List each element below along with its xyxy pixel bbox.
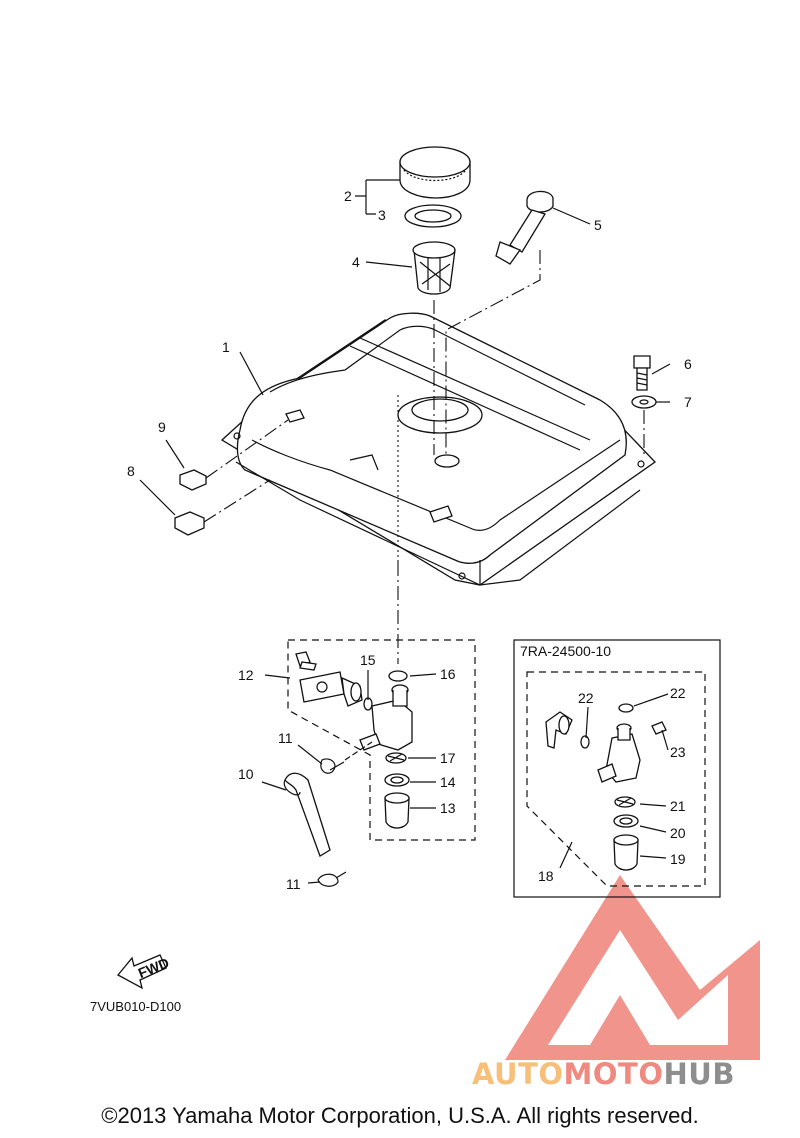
callout-15: 15 (360, 652, 376, 668)
callout-11b: 11 (286, 876, 301, 892)
callout-14: 14 (440, 774, 456, 790)
fwd-label: FWD (136, 954, 172, 981)
fuel-cock-group (287, 639, 476, 841)
diagram-code: 7VUB010-D100 (90, 999, 181, 1014)
callout-18: 18 (538, 868, 554, 884)
callout-22b: 22 (670, 685, 686, 701)
fuel-gauge (495, 190, 554, 265)
kit-box-label: 7RA-24500-10 (520, 643, 611, 659)
callout-9: 9 (158, 419, 166, 435)
callout-20: 20 (670, 825, 686, 841)
callout-16: 16 (440, 666, 456, 682)
fuel-strainer (412, 241, 456, 295)
damper-9 (179, 469, 207, 491)
hose-clamp-lower (317, 871, 347, 887)
watermark-text: AUTOMOTOHUB (472, 1057, 735, 1091)
kit-box (513, 639, 721, 898)
damper-8 (174, 511, 205, 536)
watermark-logo-icon (505, 875, 760, 1060)
callout-4: 4 (352, 254, 360, 270)
callout-7: 7 (684, 394, 692, 410)
callout-11a: 11 (278, 730, 293, 746)
cap-gasket (404, 204, 462, 228)
fuel-cap (399, 146, 471, 199)
callout-1: 1 (222, 339, 230, 355)
bolt (633, 355, 651, 391)
callout-labels: 1 2 3 4 5 6 7 8 9 10 11 11 12 13 14 15 1… (90, 188, 692, 1014)
callout-13: 13 (440, 800, 456, 816)
watermark-part-hub: HUB (663, 1057, 735, 1091)
callout-21: 21 (670, 798, 686, 814)
callout-19: 19 (670, 851, 686, 867)
callout-23: 23 (670, 744, 686, 760)
leader-lines-top (139, 179, 671, 664)
leader-lines-cock (261, 670, 437, 884)
washer (631, 395, 657, 409)
callout-6: 6 (684, 356, 692, 372)
callout-3: 3 (378, 207, 386, 223)
callout-17: 17 (440, 750, 456, 766)
copyright-notice: ©2013 Yamaha Motor Corporation, U.S.A. A… (101, 1103, 699, 1128)
watermark-part-auto: AUTO (472, 1057, 564, 1091)
callout-12: 12 (238, 667, 254, 683)
callout-8: 8 (127, 463, 135, 479)
callout-2: 2 (344, 188, 352, 204)
fwd-arrow-icon (116, 954, 167, 990)
fuel-hose (283, 772, 331, 857)
callout-10: 10 (238, 766, 254, 782)
fuel-tank (220, 312, 656, 586)
callout-22a: 22 (578, 690, 594, 706)
hose-clamp-upper (320, 758, 345, 774)
watermark-part-moto: MOTO (563, 1057, 664, 1091)
callout-5: 5 (594, 217, 602, 233)
